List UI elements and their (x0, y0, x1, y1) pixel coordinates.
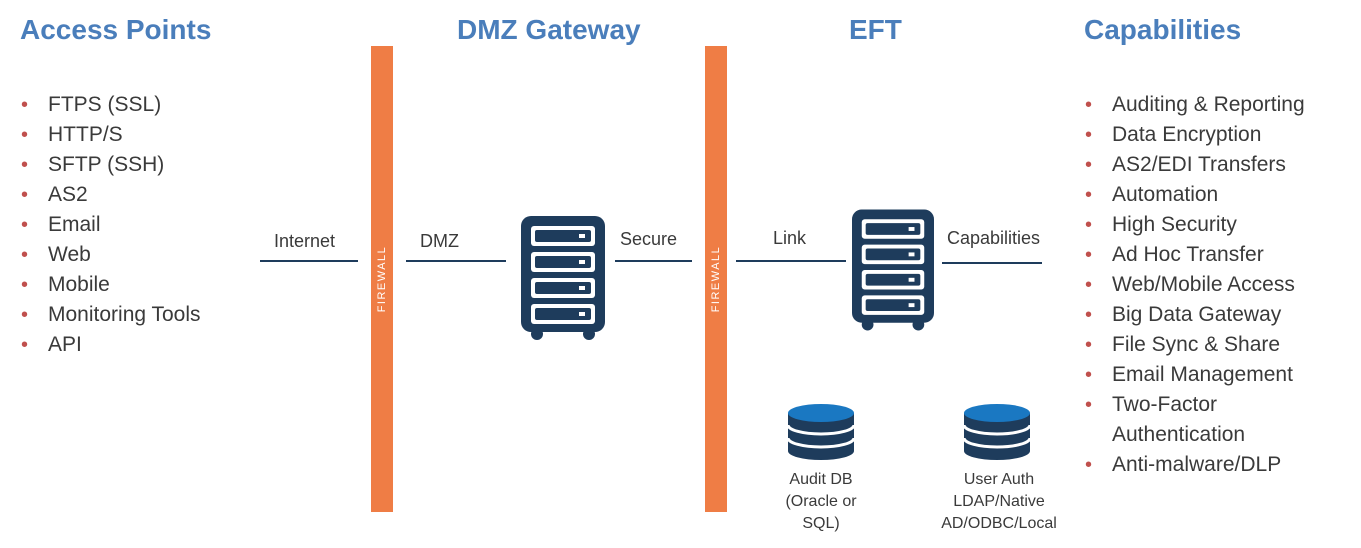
database-icon (962, 404, 1032, 460)
firewall-1: FIREWALL (371, 46, 393, 512)
heading-capabilities: Capabilities (1084, 14, 1242, 45)
list-item: •Two-Factor (1085, 393, 1218, 416)
list-item: •Big Data Gateway (1085, 303, 1282, 326)
list-item: •FTPS (SSL) (21, 93, 162, 116)
audit-db-caption: Audit DB (Oracle or SQL) (785, 471, 857, 532)
secure-line (615, 260, 692, 262)
list-item: •Authentication (1112, 423, 1246, 446)
server-rack-icon (521, 216, 605, 340)
list-item: •Anti-malware/DLP (1085, 453, 1282, 476)
list-item: •Data Encryption (1085, 123, 1262, 146)
heading-eft: EFT (849, 14, 902, 45)
list-item: •HTTP/S (21, 123, 123, 146)
list-item: •Mobile (21, 273, 110, 296)
firewall-label: FIREWALL (710, 245, 722, 313)
capabilities-line (942, 262, 1042, 264)
list-item: •High Security (1085, 213, 1237, 236)
heading-access-points: Access Points (20, 14, 212, 45)
capabilities-list: •Auditing & Reporting •Data Encryption •… (1084, 90, 1305, 480)
list-item: •Monitoring Tools (21, 303, 201, 326)
firewall-2: FIREWALL (705, 46, 727, 512)
internet-label: Internet (274, 231, 336, 251)
database-icon (786, 404, 856, 460)
user-auth-caption: User Auth LDAP/Native AD/ODBC/Local (941, 471, 1057, 532)
list-item: •Auditing & Reporting (1085, 93, 1305, 116)
link-label: Link (773, 228, 807, 248)
dmz-line (406, 260, 506, 262)
link-line (736, 260, 846, 262)
list-item: •AS2/EDI Transfers (1085, 153, 1286, 176)
access-points-list: •FTPS (SSL) •HTTP/S •SFTP (SSH) •AS2 •Em… (20, 90, 201, 360)
dmz-label: DMZ (420, 231, 459, 251)
heading-dmz-gateway: DMZ Gateway (457, 14, 641, 45)
list-item: •Ad Hoc Transfer (1085, 243, 1264, 266)
list-item: •SFTP (SSH) (21, 153, 165, 176)
list-item: •Web/Mobile Access (1085, 273, 1295, 296)
secure-label: Secure (620, 229, 678, 249)
internet-line (260, 260, 358, 262)
firewall-label: FIREWALL (376, 245, 388, 313)
list-item: •File Sync & Share (1085, 333, 1281, 356)
server-rack-icon (852, 209, 934, 331)
capabilities-label: Capabilities (947, 228, 1041, 248)
list-item: •Web (21, 243, 91, 266)
list-item: •Email (21, 213, 101, 236)
list-item: •Automation (1085, 183, 1219, 206)
list-item: •AS2 (21, 183, 88, 206)
list-item: •Email Management (1085, 363, 1293, 386)
list-item: •API (21, 333, 82, 356)
